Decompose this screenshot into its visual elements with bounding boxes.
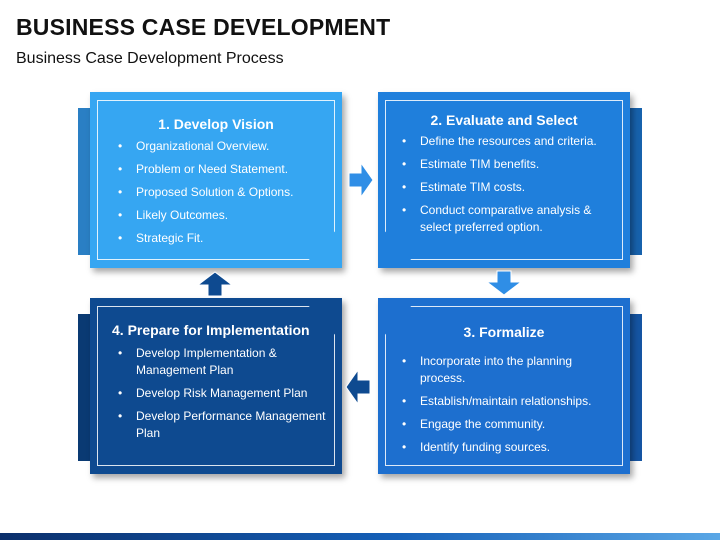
list-item: Engage the community. <box>398 416 620 433</box>
list-item: Estimate TIM benefits. <box>398 156 618 173</box>
step4-side-tab <box>78 314 90 461</box>
step3-list: Incorporate into the planning process. E… <box>398 353 620 462</box>
step2-side-tab <box>630 108 642 255</box>
step1-title: 1. Develop Vision <box>158 116 274 132</box>
list-item: Problem or Need Statement. <box>114 161 329 178</box>
list-item: Incorporate into the planning process. <box>398 353 620 387</box>
list-item: Conduct comparative analysis & select pr… <box>398 202 618 236</box>
list-item: Develop Implementation & Management Plan <box>114 345 329 379</box>
step1-inner-frame <box>97 100 335 260</box>
arrow-right-icon <box>348 161 374 199</box>
step2-list: Define the resources and criteria. Estim… <box>398 133 618 242</box>
list-item: Identify funding sources. <box>398 439 620 456</box>
list-item: Define the resources and criteria. <box>398 133 618 150</box>
step2-card: 2. Evaluate and Select Define the resour… <box>378 92 630 268</box>
list-item: Estimate TIM costs. <box>398 179 618 196</box>
step4-list: Develop Implementation & Management Plan… <box>114 345 329 448</box>
step1-card: 1. Develop Vision Organizational Overvie… <box>90 92 342 268</box>
arrow-left-icon <box>345 368 371 406</box>
page-subtitle: Business Case Development Process <box>16 50 284 67</box>
step2-inner-frame <box>385 100 623 260</box>
step4-title: 4. Prepare for Implementation <box>112 322 310 338</box>
step3-inner-frame <box>385 306 623 466</box>
list-item: Establish/maintain relationships. <box>398 393 620 410</box>
list-item: Likely Outcomes. <box>114 207 329 224</box>
step3-side-tab <box>630 314 642 461</box>
bottom-accent-bar <box>0 533 720 540</box>
step1-list: Organizational Overview. Problem or Need… <box>114 138 329 253</box>
list-item: Develop Risk Management Plan <box>114 385 329 402</box>
step3-title: 3. Formalize <box>463 324 545 340</box>
list-item: Develop Performance Management Plan <box>114 408 329 442</box>
arrow-down-icon <box>485 270 523 296</box>
list-item: Organizational Overview. <box>114 138 329 155</box>
step3-card: 3. Formalize Incorporate into the planni… <box>378 298 630 474</box>
step4-inner-frame <box>97 306 335 466</box>
step2-title: 2. Evaluate and Select <box>430 112 578 128</box>
list-item: Proposed Solution & Options. <box>114 184 329 201</box>
step1-side-tab <box>78 108 90 255</box>
step4-card: 4. Prepare for Implementation Develop Im… <box>90 298 342 474</box>
list-item: Strategic Fit. <box>114 230 329 247</box>
arrow-up-icon <box>196 271 234 297</box>
page-title: BUSINESS CASE DEVELOPMENT <box>16 14 391 40</box>
